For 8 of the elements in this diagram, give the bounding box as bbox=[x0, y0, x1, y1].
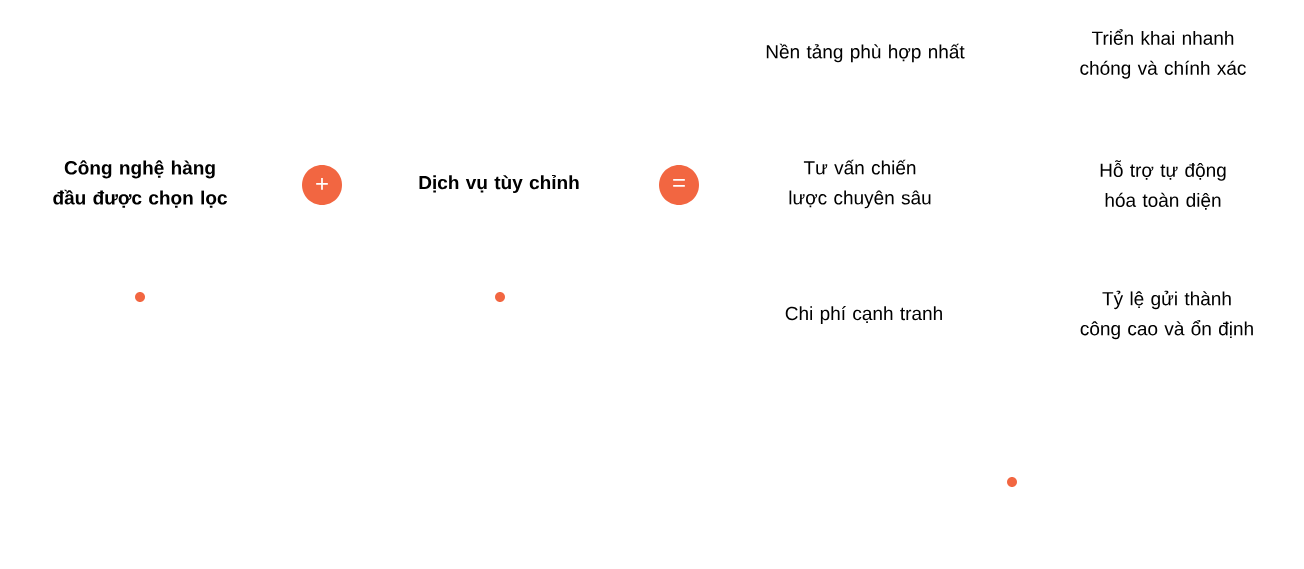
feature-text: Công nghệ hàng đầu được chọn lọc bbox=[53, 160, 227, 208]
feature-text: Chi phí cạnh tranh bbox=[785, 306, 942, 324]
feature-text: Tư vấn chiến lược chuyên sâu bbox=[789, 159, 931, 209]
feature-text: Tỷ lệ gửi thành công cao và ổn định bbox=[1080, 290, 1253, 340]
feature-text: Dịch vụ tùy chỉnh bbox=[419, 174, 579, 194]
feature-text: Triển khai nhanh chóng và chính xác bbox=[1080, 29, 1246, 79]
feature-text: Hỗ trợ tự động hóa toàn diện bbox=[1100, 160, 1226, 210]
feature-text: Nền tảng phù hợp nhất bbox=[766, 43, 965, 63]
